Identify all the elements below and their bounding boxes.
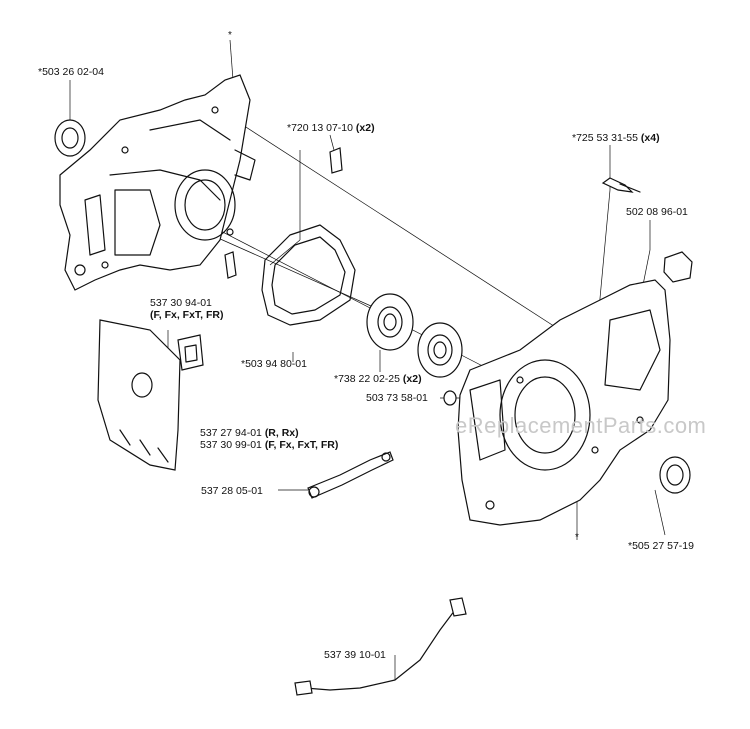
part-label-strap[interactable]: 537 28 05-01 [201,485,263,497]
dowel-pins [224,147,343,279]
part-label-dowel-pin[interactable]: *720 13 07-10 (x2) [287,122,375,134]
leader-lines [69,39,666,680]
right-crankcase [457,279,671,526]
watermark: eReplacementParts.com [455,413,707,438]
bushing [443,390,457,406]
bearings [366,293,463,378]
part-label-plug[interactable]: 502 08 96-01 [626,206,688,218]
part-label-bearing[interactable]: *738 22 02-25 (x2) [334,373,422,385]
strap [307,451,394,499]
seal-left [54,119,86,157]
left-crankcase [59,74,256,291]
plug [663,251,693,283]
bracket-small [177,334,204,371]
reference-asterisk-bottom: * [575,532,579,543]
gasket [261,224,356,326]
part-label-bushing[interactable]: 503 73 58-01 [366,392,428,404]
wire [294,597,467,696]
reference-asterisk-top: * [228,30,232,41]
seal-right [659,456,691,494]
bolts [601,177,641,193]
guard-plate [97,319,181,471]
part-label-seal-right[interactable]: *505 27 57-19 [628,540,694,552]
part-label-guard-plate[interactable]: 537 27 94-01 (R, Rx) 537 30 99-01 (F, Fx… [200,427,339,451]
part-label-bracket[interactable]: 537 30 94-01 (F, Fx, FxT, FR) [150,297,224,321]
part-label-gasket[interactable]: *503 94 80-01 [241,358,307,370]
part-label-seal-left[interactable]: *503 26 02-04 [38,66,104,78]
part-label-wire[interactable]: 537 39 10-01 [324,649,386,661]
part-label-bolt[interactable]: *725 53 31-55 (x4) [572,132,660,144]
